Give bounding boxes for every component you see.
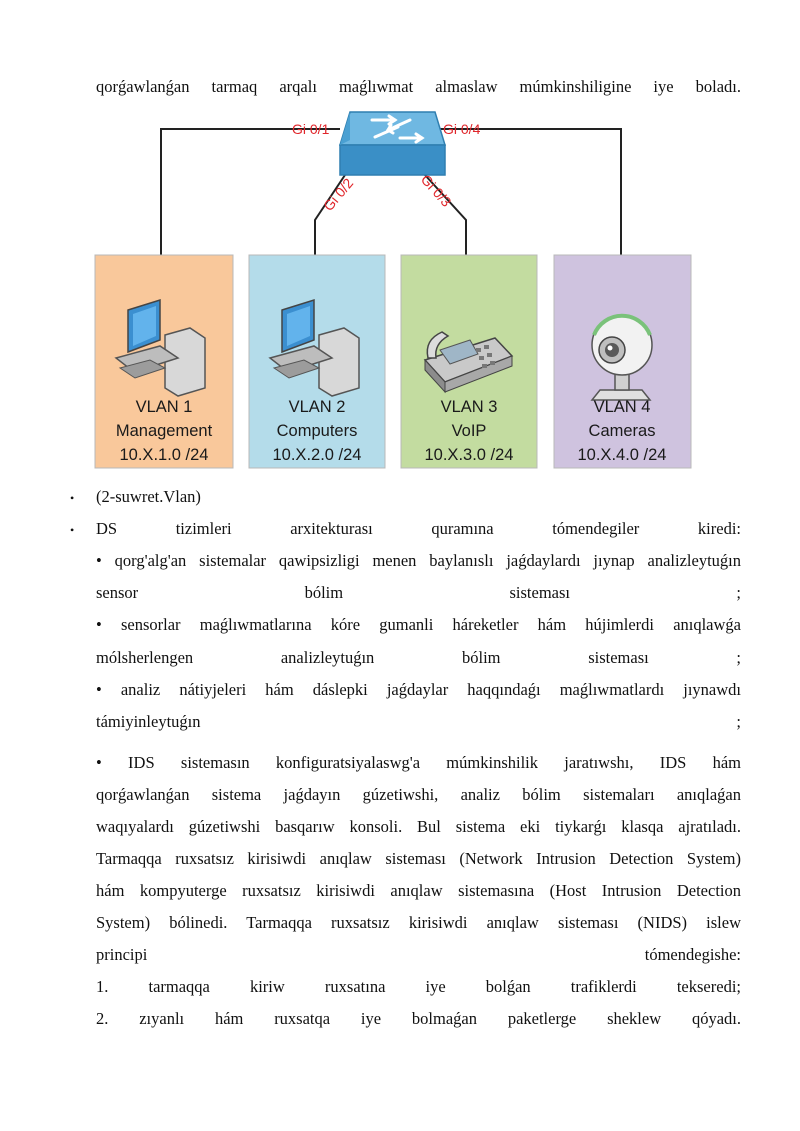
- figure-caption: (2-suwret.Vlan): [96, 487, 201, 506]
- vlan-4-role: Cameras: [589, 422, 656, 440]
- computer-icon: [268, 298, 360, 397]
- vlan-4-subnet: 10.X.4.0 /24: [578, 446, 667, 464]
- vlan-2-subnet: 10.X.2.0 /24: [273, 446, 362, 464]
- vlan-3-role: VoIP: [452, 422, 487, 440]
- body-line: principi tómendegishe:: [96, 945, 741, 964]
- intro-line: qorǵawlanǵan tarmaq arqalı maǵlıwmat alm…: [96, 77, 741, 96]
- body-line: sensor bólim sisteması ;: [96, 583, 741, 602]
- body-line: • IDS sistemasın konfiguratsiyalaswg'a m…: [96, 753, 741, 772]
- vlan-3-name: VLAN 3: [441, 398, 498, 416]
- body-line: • qorg'alg'an sistemalar qawipsizligi me…: [96, 551, 741, 570]
- vlan-network-diagram: Gi 0/1 Gi 0/2 Gi 0/3 Gi 0/4: [94, 111, 692, 469]
- bullet-dot: •: [70, 523, 75, 537]
- body-line: qorǵawlanǵan sistema jaǵdayın gúzetiwshi…: [96, 785, 741, 804]
- camera-icon: [590, 313, 653, 401]
- bullet-dot: •: [70, 491, 75, 505]
- port-label-gi02: Gi 0/2: [320, 175, 356, 214]
- switch-icon: [338, 111, 447, 176]
- body-line: waqıyalardı gúzetiwshi basqarıw konsoli.…: [96, 817, 741, 836]
- body-line: Tarmaqqa ruxsatsız kirisiwdi anıqlaw sis…: [96, 849, 741, 868]
- port-label-gi03: Gi 0/3: [418, 171, 455, 210]
- body-line: • sensorlar maǵlıwmatlarına kóre gumanli…: [96, 615, 741, 634]
- vlan-2-name: VLAN 2: [289, 398, 346, 416]
- list-item: 2. zıyanlı hám ruxsatqa iye bolmaǵan pak…: [96, 1009, 741, 1028]
- architecture-intro: DS tizimleri arxitekturası quramına tóme…: [96, 519, 741, 538]
- body-line: System) bólinedi. Tarmaqqa ruxsatsız kir…: [96, 913, 741, 932]
- vlan-1-name: VLAN 1: [136, 398, 193, 416]
- vlan-1-role: Management: [116, 422, 213, 440]
- list-item: 1. tarmaqqa kiriw ruxsatına iye bolǵan t…: [96, 977, 741, 996]
- computer-icon: [114, 298, 206, 397]
- body-line: • analiz nátiyjeleri hám dáslepki jaǵday…: [96, 680, 741, 699]
- vlan-1-subnet: 10.X.1.0 /24: [120, 446, 209, 464]
- body-line: hám kompyuterge ruxsatsız kirisiwdi anıq…: [96, 881, 741, 900]
- vlan-3-subnet: 10.X.3.0 /24: [425, 446, 514, 464]
- vlan-2-role: Computers: [277, 422, 358, 440]
- port-label-gi01: Gi 0/1: [292, 121, 330, 137]
- cable-gi04: [440, 128, 622, 315]
- cables: [160, 128, 622, 335]
- vlan-4-name: VLAN 4: [594, 398, 651, 416]
- cable-gi01: [160, 128, 340, 260]
- ip-phone-icon: [423, 331, 514, 394]
- body-line: támiyinleytuǵın ;: [96, 712, 741, 731]
- body-line: mólsherlengen analizleytuǵın bólim siste…: [96, 648, 741, 667]
- port-label-gi04: Gi 0/4: [443, 121, 481, 137]
